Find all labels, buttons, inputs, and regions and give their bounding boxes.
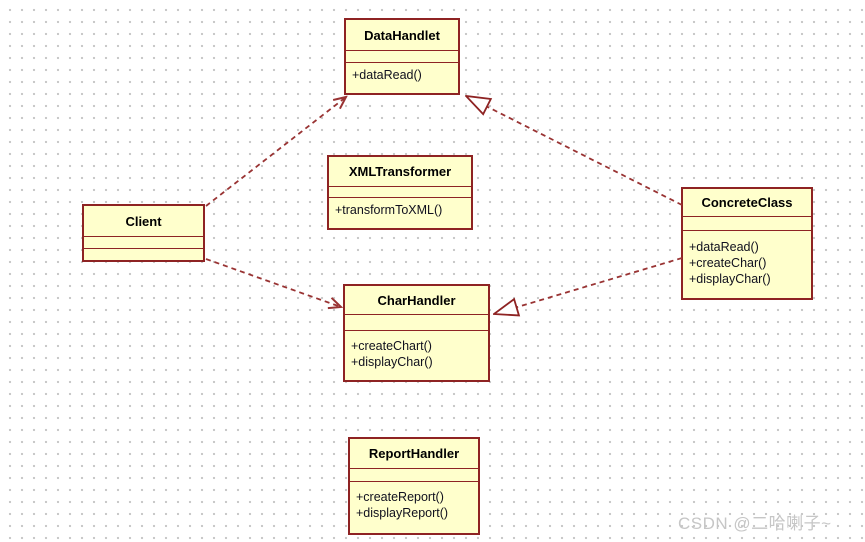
section-divider [84, 248, 203, 249]
section-divider [345, 314, 488, 315]
class-title: ConcreteClass [701, 195, 793, 210]
class-node-client: Client [82, 204, 205, 262]
section-divider [84, 236, 203, 237]
attributes-section-empty [329, 187, 471, 197]
section-divider [329, 197, 471, 198]
methods-section-empty [84, 249, 203, 260]
section-divider [346, 62, 458, 63]
attributes-section-empty [346, 51, 458, 62]
methods-section: +dataRead() +createChar() +displayChar() [683, 231, 811, 298]
method-label: +createReport() [356, 490, 444, 504]
attributes-section-empty [345, 315, 488, 330]
method-label: +displayChar() [689, 272, 771, 286]
class-node-datahandlet: DataHandlet +dataRead() [344, 18, 460, 95]
class-node-reporthandler: ReportHandler +createReport() +displayRe… [348, 437, 480, 535]
method-label: +createChar() [689, 256, 767, 270]
section-divider [350, 481, 478, 482]
edge-client-to-charhandler [205, 258, 341, 307]
class-title: XMLTransformer [348, 164, 452, 179]
methods-section: +createChart() +displayChar() [345, 331, 488, 380]
method-label: +dataRead() [689, 240, 759, 254]
attributes-section-empty [683, 217, 811, 230]
method-label: +transformToXML() [335, 203, 443, 217]
section-divider [350, 468, 478, 469]
section-divider [683, 216, 811, 217]
attributes-section-empty [350, 469, 478, 481]
edge-concreteclass-to-datahandlet [466, 96, 683, 206]
csdn-watermark: CSDN @二哈喇子~ [678, 514, 832, 533]
methods-section: +createReport() +displayReport() [350, 482, 478, 533]
edge-client-to-datahandlet [205, 97, 346, 207]
class-node-xmltransformer: XMLTransformer +transformToXML() [327, 155, 473, 230]
method-label: +createChart() [351, 339, 432, 353]
class-title: ReportHandler [368, 446, 460, 461]
method-label: +displayReport() [356, 506, 449, 520]
section-divider [329, 186, 471, 187]
section-divider [683, 230, 811, 231]
section-divider [346, 50, 458, 51]
edge-concreteclass-to-charhandler [494, 257, 683, 314]
class-node-charhandler: CharHandler +createChart() +displayChar(… [343, 284, 490, 382]
class-title: CharHandler [377, 292, 456, 308]
method-label: +displayChar() [351, 355, 433, 369]
method-label: +dataRead() [352, 68, 422, 82]
methods-section: +transformToXML() [329, 198, 471, 228]
class-title: Client [125, 213, 162, 229]
section-divider [345, 330, 488, 331]
class-node-concreteclass: ConcreteClass +dataRead() +createChar() … [681, 187, 813, 300]
class-title: DataHandlet [364, 27, 440, 43]
methods-section: +dataRead() [346, 63, 458, 93]
attributes-section-empty [84, 237, 203, 248]
